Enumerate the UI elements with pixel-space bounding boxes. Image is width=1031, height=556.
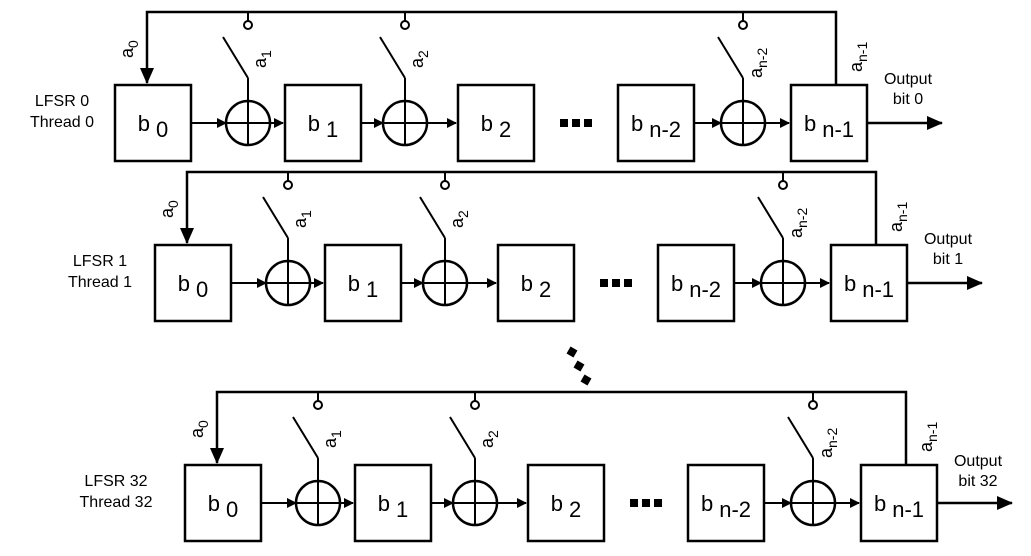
tap-label-a0: a0	[157, 200, 181, 218]
rows-ellipsis-dot	[573, 360, 585, 372]
tap-label-a1: a1	[290, 210, 314, 228]
register-bn-1-box	[789, 83, 869, 163]
tap-switch-icon	[449, 416, 476, 459]
tap-label-an-2: an-2	[786, 208, 810, 238]
tap-label-a0: a0	[187, 420, 211, 438]
ellipsis-dot	[654, 499, 662, 507]
ellipsis-dot	[584, 119, 592, 127]
tap-contact-icon	[283, 180, 293, 190]
tap-label-a1: a1	[250, 50, 274, 68]
tap-label-a2: a2	[407, 50, 431, 68]
register-b0-box	[113, 83, 193, 163]
register-b1-box	[353, 463, 433, 543]
ellipsis-dot	[600, 279, 608, 287]
ellipsis-dot	[624, 279, 632, 287]
ellipsis-dot	[630, 499, 638, 507]
tap-label-a1: a1	[320, 430, 344, 448]
feedback-line	[210, 390, 908, 465]
tap-switch-icon	[717, 36, 744, 79]
register-b2-box	[526, 463, 606, 543]
ellipsis-dot	[642, 499, 650, 507]
tap-label-a0: a0	[117, 40, 141, 58]
ellipsis-dot	[560, 119, 568, 127]
tap-label-an-1: an-1	[846, 42, 870, 72]
feedback-line	[180, 170, 878, 245]
tap-switch-icon	[757, 196, 784, 239]
tap-contact-icon	[440, 180, 450, 190]
tap-switch-icon	[222, 36, 249, 79]
register-bn-1-box	[829, 243, 909, 323]
tap-contact-icon	[738, 20, 748, 30]
tap-label-an-2: an-2	[816, 428, 840, 458]
register-b1-box	[283, 83, 363, 163]
tap-switch-icon	[262, 196, 289, 239]
rows-ellipsis-dot	[566, 346, 578, 358]
tap-label-a2: a2	[447, 210, 471, 228]
tap-contact-icon	[243, 20, 253, 30]
tap-contact-icon	[400, 20, 410, 30]
tap-contact-icon	[313, 400, 323, 410]
rows-ellipsis-dot	[580, 374, 592, 386]
register-b1-box	[323, 243, 403, 323]
tap-contact-icon	[778, 180, 788, 190]
register-bn-2-box	[616, 83, 696, 163]
tap-label-a2: a2	[477, 430, 501, 448]
register-b2-box	[456, 83, 536, 163]
tap-switch-icon	[379, 36, 406, 79]
register-b0-box	[153, 243, 233, 323]
register-bn-2-box	[656, 243, 736, 323]
tap-label-an-2: an-2	[746, 48, 770, 78]
ellipsis-dot	[572, 119, 580, 127]
tap-contact-icon	[470, 400, 480, 410]
ellipsis-dot	[612, 279, 620, 287]
tap-contact-icon	[808, 400, 818, 410]
register-b0-box	[183, 463, 263, 543]
tap-label-an-1: an-1	[916, 422, 940, 452]
feedback-line	[140, 10, 838, 85]
register-bn-2-box	[686, 463, 766, 543]
tap-switch-icon	[787, 416, 814, 459]
tap-switch-icon	[419, 196, 446, 239]
tap-switch-icon	[292, 416, 319, 459]
register-b2-box	[496, 243, 576, 323]
tap-label-an-1: an-1	[886, 202, 910, 232]
